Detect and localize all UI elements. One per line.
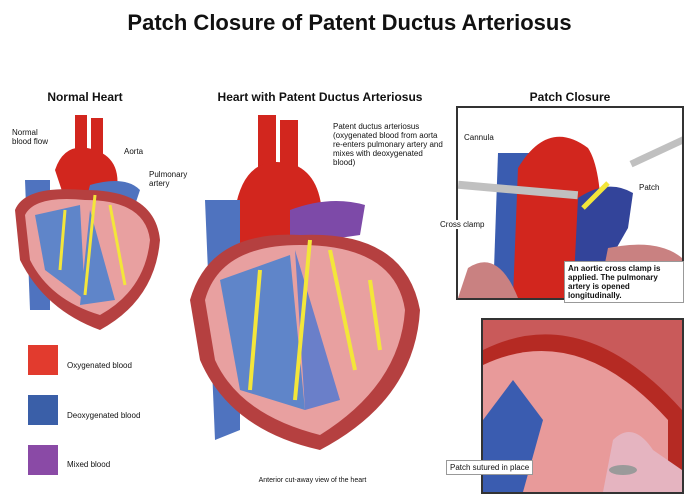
cannula-label: Cannula xyxy=(464,133,494,142)
pda-caption: Anterior cut-away view of the heart xyxy=(258,477,367,484)
normal-heart-heading: Normal Heart xyxy=(47,90,123,104)
normal-blood-flow-label: Normal blood flow xyxy=(12,128,49,146)
pda-heart-illustration xyxy=(190,115,420,450)
legend-label-deoxygenated: Deoxygenated blood xyxy=(67,411,141,420)
legend-label-oxygenated: Oxygenated blood xyxy=(67,361,132,370)
patch-sutured-illustration xyxy=(483,320,682,492)
pda-label: Patent ductus arteriosus (oxygenated blo… xyxy=(333,122,443,167)
legend-swatch-mixed xyxy=(28,445,58,475)
pda-heart-heading: Heart with Patent Ductus Arteriosus xyxy=(217,90,423,104)
legend-swatch-oxygenated xyxy=(28,345,58,375)
patch-label: Patch xyxy=(639,183,660,192)
legend-label-mixed: Mixed blood xyxy=(67,460,111,469)
aortic-clamp-note: An aortic cross clamp is applied. The pu… xyxy=(564,261,684,303)
normal-heart-illustration xyxy=(15,115,160,330)
page-title: Patch Closure of Patent Ductus Arteriosu… xyxy=(127,10,572,35)
cross-clamp-label: Cross clamp xyxy=(440,220,485,229)
patch-closure-panel-2 xyxy=(481,318,684,494)
aorta-label: Aorta xyxy=(124,147,144,156)
patch-closure-heading: Patch Closure xyxy=(529,90,611,104)
legend-swatch-deoxygenated xyxy=(28,395,58,425)
pulmonary-artery-label: Pulmonary artery xyxy=(149,170,188,188)
patch-sutured-label: Patch sutured in place xyxy=(446,460,534,475)
